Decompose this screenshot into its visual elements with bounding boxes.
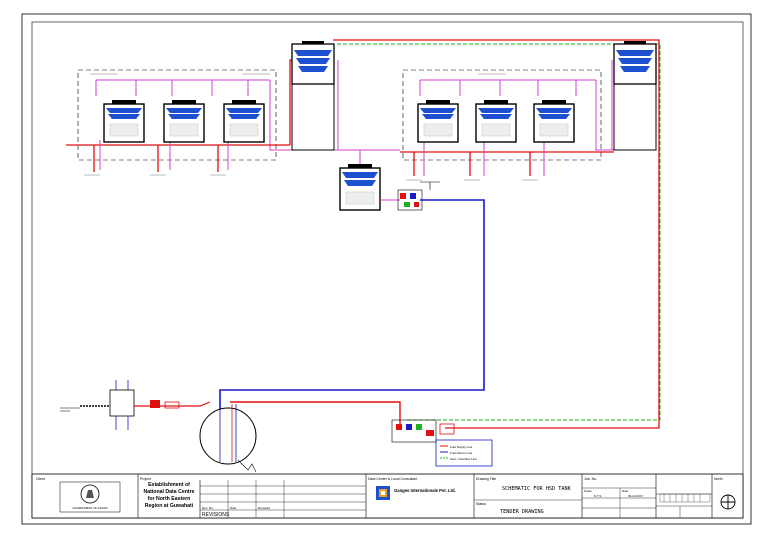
day-tank-right-3 [533, 100, 575, 143]
scale-value: N.T.S [594, 494, 601, 498]
rev-col-no: Rev. No. [202, 506, 214, 510]
rev-col-remarks: Remarks [258, 506, 271, 510]
consultant-label: Data Center & Local Consultant [368, 477, 417, 481]
line-legend: Fuel Supply Line Fuel Return Line Vent /… [435, 439, 493, 467]
client-label: Client [36, 477, 45, 481]
day-tank-left-1 [103, 100, 145, 143]
right-dg-group-box [402, 69, 602, 161]
day-tank-left-2 [163, 100, 205, 143]
legend-vent-label: Vent / Overflow Line [450, 457, 477, 461]
left-dg-group-box [77, 69, 277, 161]
consultant-name: Ganges Internationale Pvt. Ltd. [394, 488, 456, 493]
date-label: Date [622, 489, 629, 493]
filling-point-assembly [60, 380, 211, 430]
north-label: North [714, 477, 723, 481]
day-tank-risers [99, 140, 545, 176]
date-value: 09.10.2017 [628, 494, 643, 498]
project-text: Establishment of National Data Centre fo… [143, 482, 195, 509]
overhead-tank-right [613, 41, 657, 151]
scale-label: Scale [584, 489, 592, 493]
supply-header-top [333, 39, 660, 429]
outer-frame [21, 13, 752, 525]
central-day-tank [339, 164, 381, 211]
overhead-tank-left [291, 41, 335, 151]
north-arrow-icon [720, 494, 736, 510]
annotation-marks [84, 73, 538, 181]
vent-header-right [419, 79, 614, 151]
government-seal: GOVERNMENT OF ASSAM [59, 481, 121, 513]
supply-line-bottom [230, 401, 401, 428]
central-tank-feed [359, 150, 400, 201]
legend-return-label: Fuel Return Line [450, 451, 473, 455]
pump-set-lower [391, 419, 455, 443]
title-block: Client GOVERNMENT OF ASSAM Project Estab… [31, 473, 744, 519]
job-no-label: Job. No. [584, 477, 597, 481]
return-line [219, 199, 485, 410]
drawing-title-label: Drawing Title [476, 477, 496, 481]
project-label: Project [140, 477, 151, 481]
underground-main-tank [199, 404, 257, 473]
overflow-line [337, 43, 661, 421]
day-tank-left-3 [223, 100, 265, 143]
day-tank-right-1 [417, 100, 459, 143]
pump-set-upper [397, 181, 440, 211]
vent-header-left [95, 79, 288, 151]
status-value: TENDER DRAWING [500, 509, 544, 515]
day-tank-right-2 [475, 100, 517, 143]
revisions-label: REVISIONS [202, 512, 230, 518]
status-label: Status [476, 502, 486, 506]
seal-caption: GOVERNMENT OF ASSAM [72, 506, 108, 510]
supply-header-left [80, 144, 290, 172]
drawing-title: SCHEMATIC FOR HSD TANK [502, 486, 572, 492]
project-text-wrap: Establishment of National Data Centre fo… [143, 482, 195, 509]
consultant-logo [376, 486, 390, 500]
supply-header-right [400, 151, 614, 176]
legend-supply-label: Fuel Supply Line [450, 445, 473, 449]
rev-col-date: Date [230, 506, 237, 510]
